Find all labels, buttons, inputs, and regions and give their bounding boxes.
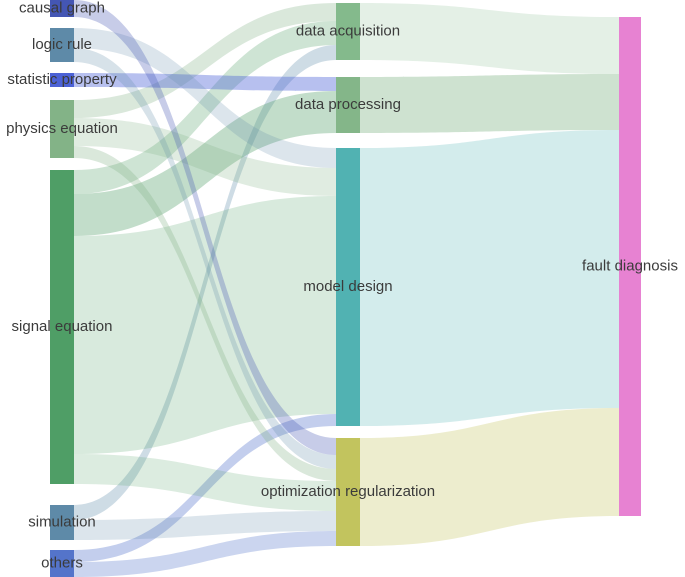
flow-physics_equation-to-data_acquisition bbox=[74, 3, 336, 118]
node-others bbox=[50, 550, 74, 577]
node-signal_equation bbox=[50, 170, 74, 484]
node-physics_equation bbox=[50, 100, 74, 158]
node-statistic_property bbox=[50, 73, 74, 87]
flow-simulation-to-data_acquisition bbox=[74, 45, 336, 520]
flow-signal_equation-to-optimization_regularization bbox=[74, 454, 336, 511]
node-causal_graph bbox=[50, 0, 74, 17]
node-data_processing bbox=[336, 77, 360, 133]
flow-model_design-to-fault_diagnosis bbox=[360, 130, 619, 426]
node-fault_diagnosis bbox=[619, 17, 641, 516]
flow-signal_equation-to-model_design bbox=[74, 196, 336, 454]
node-data_acquisition bbox=[336, 3, 360, 60]
sankey-links-layer bbox=[74, 0, 619, 577]
flow-data_acquisition-to-fault_diagnosis bbox=[360, 3, 619, 74]
flow-statistic_property-to-data_processing bbox=[74, 73, 336, 91]
flow-simulation-to-optimization_regularization bbox=[74, 511, 336, 540]
flow-causal_graph-to-optimization_regularization bbox=[74, 0, 336, 455]
flow-signal_equation-to-data_acquisition bbox=[74, 21, 336, 194]
flow-others-to-model_design bbox=[74, 414, 336, 562]
flow-logic_rule-to-model_design bbox=[74, 28, 336, 168]
sankey-nodes-layer bbox=[50, 0, 641, 577]
flow-signal_equation-to-data_processing bbox=[74, 91, 336, 236]
flow-logic_rule-to-optimization_regularization bbox=[74, 48, 336, 469]
flow-physics_equation-to-optimization_regularization bbox=[74, 146, 336, 481]
flow-others-to-optimization_regularization bbox=[74, 531, 336, 577]
node-simulation bbox=[50, 505, 74, 540]
node-model_design bbox=[336, 148, 360, 426]
flow-optimization_regularization-to-fault_diagnosis bbox=[360, 408, 619, 546]
node-logic_rule bbox=[50, 28, 74, 62]
node-optimization_regularization bbox=[336, 438, 360, 546]
flow-data_processing-to-fault_diagnosis bbox=[360, 74, 619, 133]
flow-physics_equation-to-model_design bbox=[74, 118, 336, 196]
